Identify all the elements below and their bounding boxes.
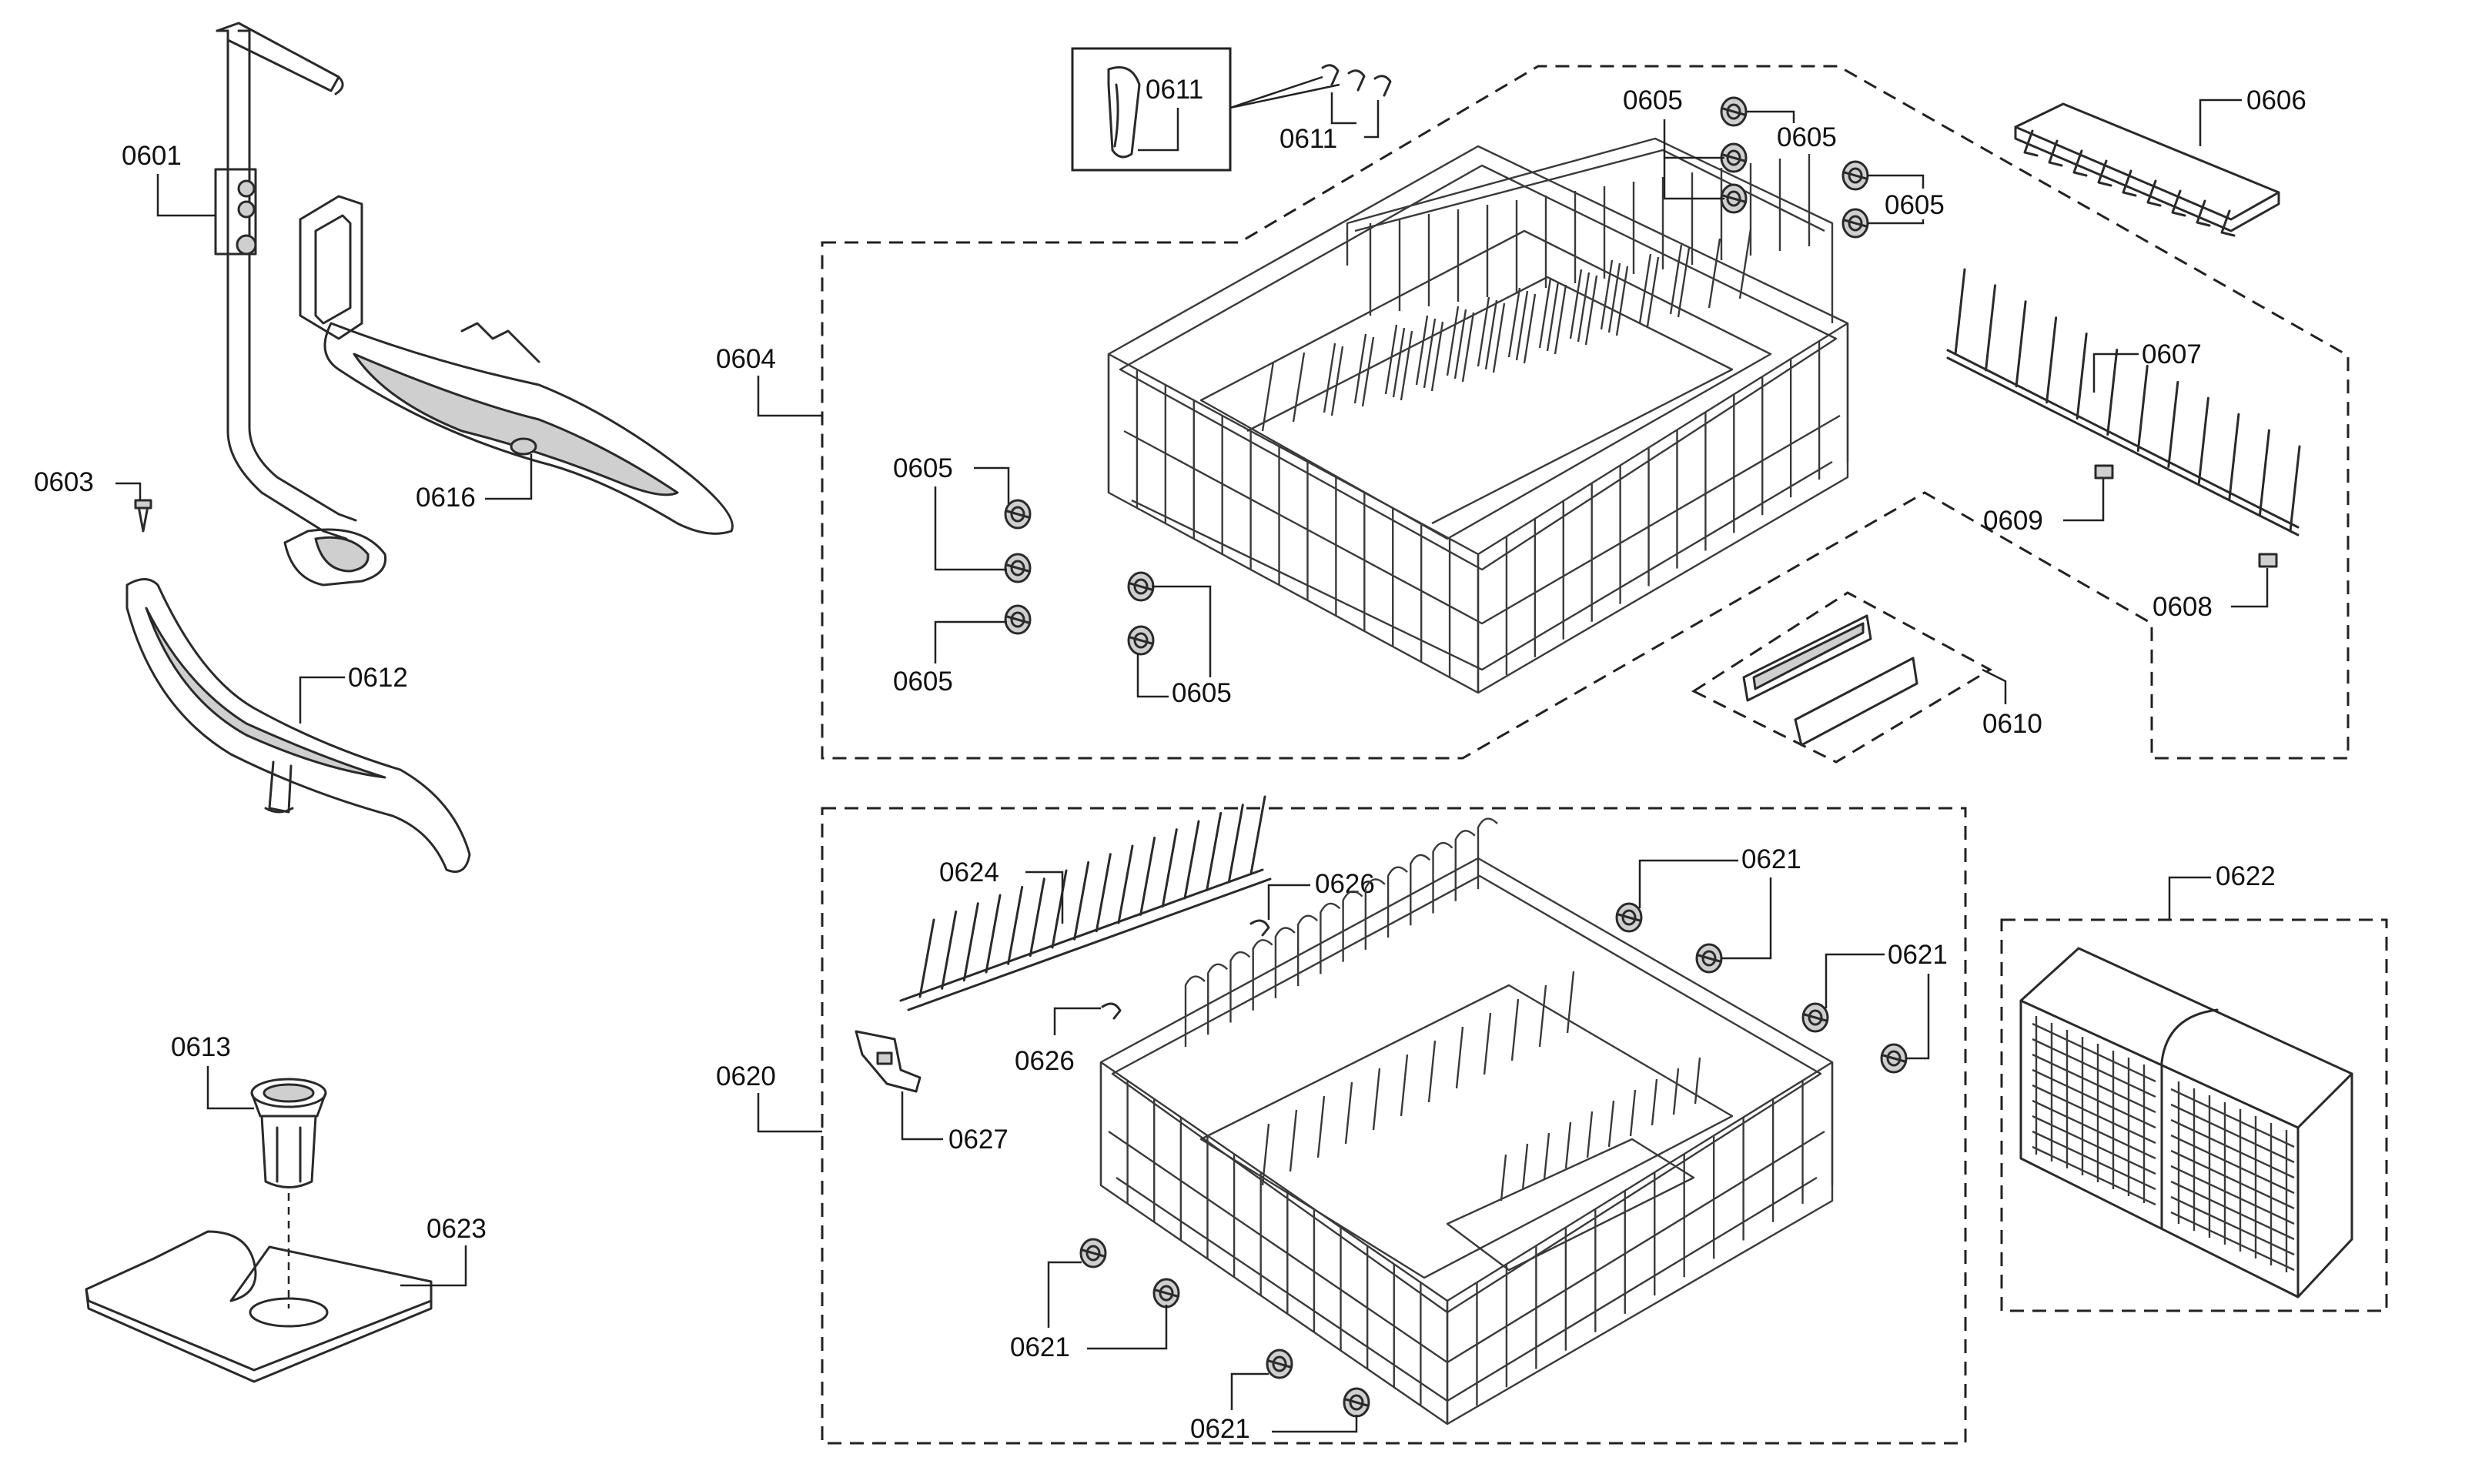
part-0611-clips [1321,64,1392,97]
callout-0605-right: 0605 [1885,190,1945,220]
part-0623-base-plate [85,1230,433,1383]
part-0609-clip [2094,464,2114,480]
part-0610-handle [1742,614,1918,747]
part-0601-supply-pipe [214,22,387,587]
part-0606-cup-shelf [2014,102,2280,237]
callout-0622: 0622 [2216,861,2276,891]
callout-0601: 0601 [122,141,182,171]
callout-0611-inset: 0611 [1146,75,1203,105]
part-0611-clip-detail [1107,66,1141,159]
callout-0621-bottom: 0621 [1190,1414,1250,1444]
callout-0621-bottom-left: 0621 [1010,1332,1070,1362]
assembly-0610-outline [1691,591,1993,764]
part-0622-cutlery-basket [2019,947,2353,1298]
callout-0620: 0620 [716,1061,776,1091]
part-0608-clip [2258,553,2278,568]
callout-0604: 0604 [716,344,776,374]
part-0626-clips [1101,919,1270,1020]
callout-0623: 0623 [426,1214,487,1244]
callout-0605-left-right: 0605 [1172,678,1232,708]
assembly-0620-outline [821,807,1967,1445]
callout-0626-bottom: 0626 [1015,1046,1075,1076]
assembly-0622-outline [2000,918,2388,1312]
callout-0607: 0607 [2142,339,2202,369]
callout-0613: 0613 [171,1032,231,1062]
part-0604-upper-rack [1107,137,1849,694]
part-0624-tine-row [899,795,1272,1011]
assembly-0604-outline [821,65,2350,760]
part-0612-lower-spray-arm [125,578,471,873]
callout-0609: 0609 [1983,506,2043,536]
callout-0605-left-lower: 0605 [893,667,953,697]
part-0603-screw [134,499,152,533]
callout-0627: 0627 [948,1125,1009,1155]
callout-0606: 0606 [2246,85,2306,115]
callout-0621-top-left: 0621 [1741,844,1801,874]
part-0620-lower-rack [1099,817,1834,1426]
callout-0621-top-right: 0621 [1888,940,1948,970]
callout-0611: 0611 [1279,124,1337,154]
part-0607-tine-row [1946,268,2301,536]
callout-0605-top-right: 0605 [1777,122,1837,152]
callout-0624: 0624 [939,857,999,887]
part-0616-upper-spray-arm [299,195,734,535]
part-0613-filter [250,1078,327,1188]
callout-0608: 0608 [2153,592,2213,622]
part-0605-wheels-top [1720,96,1869,239]
callout-0603: 0603 [34,467,94,497]
inset-box-0611 [1071,47,1232,172]
callout-0616: 0616 [416,483,476,513]
part-0605-wheels-left [1004,499,1155,656]
callout-0612: 0612 [348,663,408,693]
part-0627-bracket [855,1030,922,1093]
callout-0605-top-left: 0605 [1623,85,1683,115]
callout-0605-left-upper: 0605 [893,453,953,483]
callout-0610: 0610 [1982,709,2042,739]
